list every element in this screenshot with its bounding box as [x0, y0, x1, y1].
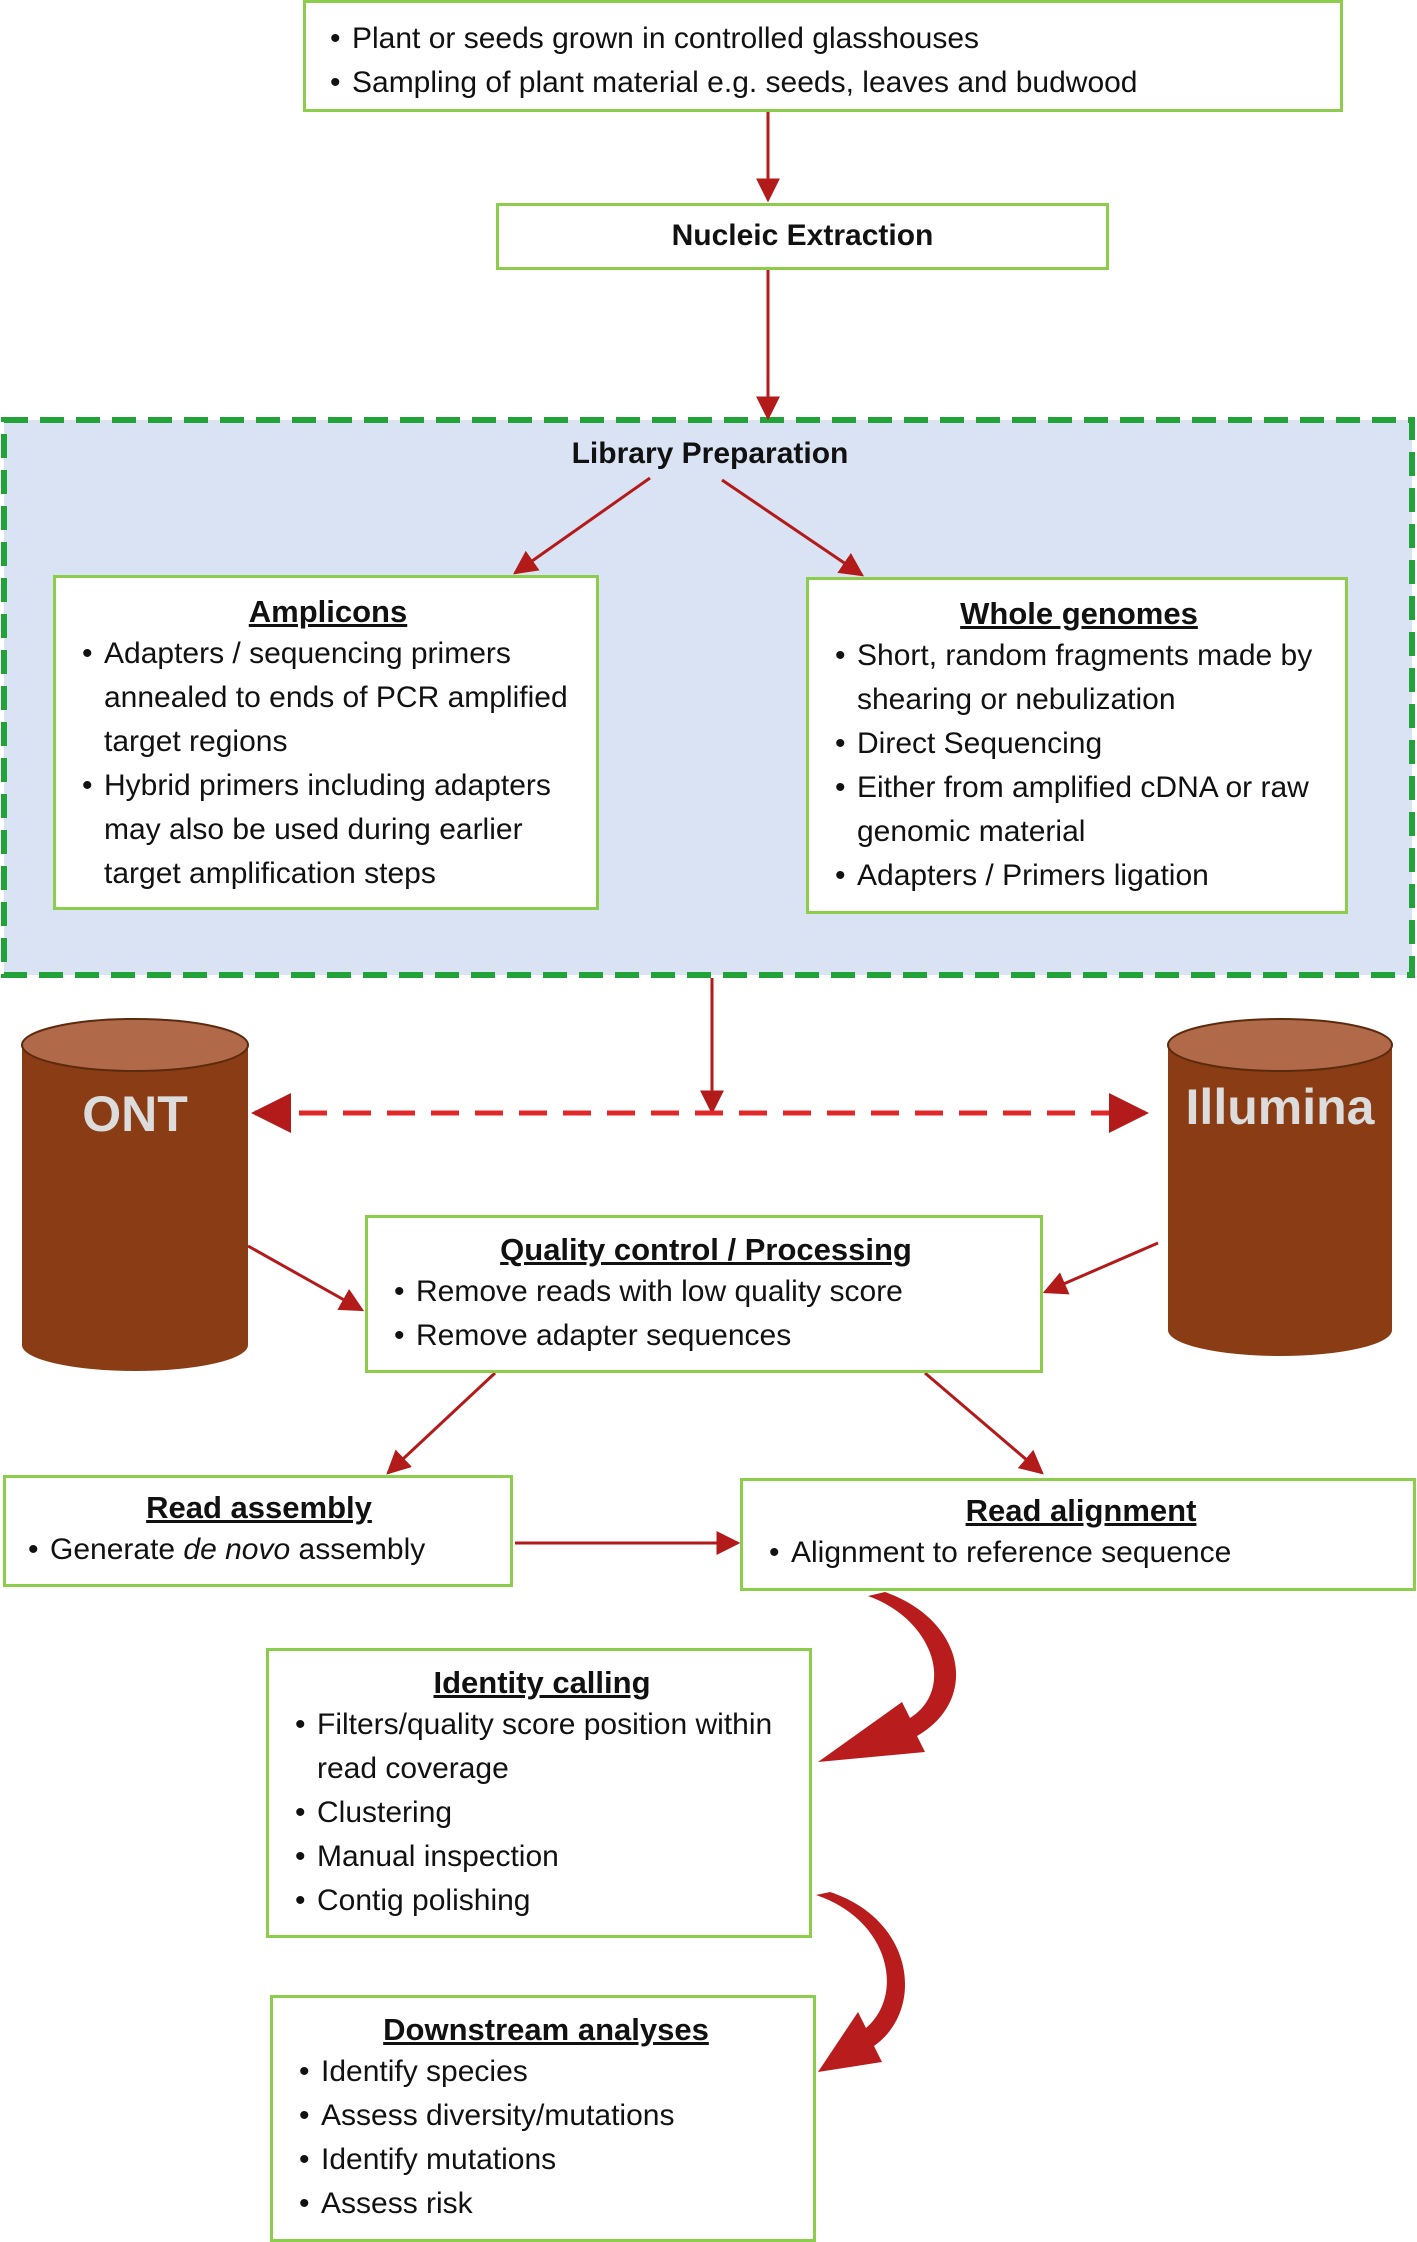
- nucleic-extraction-box: Nucleic Extraction: [496, 203, 1109, 270]
- assembly-item-suffix: assembly: [290, 1533, 426, 1566]
- read-assembly-title: Read assembly: [146, 1490, 372, 1525]
- downstream-analyses-list: Identify species Assess diversity/mutati…: [295, 2050, 797, 2226]
- identity-calling-title: Identity calling: [433, 1665, 651, 1700]
- curved-arrow-alignment-to-identity: [818, 1592, 957, 1762]
- list-item: Sampling of plant material e.g. seeds, l…: [326, 61, 1320, 105]
- sampling-box: Plant or seeds grown in controlled glass…: [303, 0, 1343, 112]
- list-item: Plant or seeds grown in controlled glass…: [326, 17, 1320, 61]
- list-item: Remove adapter sequences: [390, 1314, 1022, 1358]
- list-item: Adapters / Primers ligation: [831, 854, 1327, 898]
- curved-arrow-identity-to-downstream: [816, 1892, 906, 2072]
- list-item: Assess diversity/mutations: [295, 2094, 797, 2138]
- list-item: Manual inspection: [291, 1835, 793, 1879]
- list-item: Either from amplified cDNA or raw genomi…: [831, 766, 1327, 854]
- identity-calling-box: Identity calling Filters/quality score p…: [266, 1648, 812, 1938]
- ont-cylinder: [21, 1018, 249, 1371]
- read-alignment-title: Read alignment: [965, 1493, 1197, 1528]
- read-alignment-list: Alignment to reference sequence: [765, 1531, 1397, 1575]
- illumina-label: Illumina: [1185, 1079, 1375, 1135]
- list-item: Short, random fragments made by shearing…: [831, 634, 1327, 722]
- list-item: Remove reads with low quality score: [390, 1270, 1022, 1314]
- list-item: Alignment to reference sequence: [765, 1531, 1397, 1575]
- whole-genomes-box: Whole genomes Short, random fragments ma…: [806, 577, 1348, 914]
- whole-genomes-list: Short, random fragments made by shearing…: [831, 634, 1327, 898]
- downstream-analyses-box: Downstream analyses Identify species Ass…: [270, 1995, 816, 2242]
- list-item: Adapters / sequencing primers annealed t…: [78, 632, 578, 764]
- read-assembly-box: Read assembly Generate de novo assembly: [3, 1475, 513, 1587]
- sampling-list: Plant or seeds grown in controlled glass…: [326, 17, 1320, 105]
- list-item: Hybrid primers including adapters may al…: [78, 764, 578, 896]
- amplicons-title: Amplicons: [248, 594, 408, 629]
- quality-control-list: Remove reads with low quality score Remo…: [390, 1270, 1022, 1358]
- illumina-cylinder: [1167, 1018, 1393, 1356]
- ont-label: ONT: [82, 1086, 188, 1142]
- assembly-item-italic: de novo: [183, 1533, 291, 1566]
- arrow-qc-to-alignment: [924, 1371, 1044, 1475]
- list-item: Contig polishing: [291, 1879, 793, 1923]
- list-item: Assess risk: [295, 2182, 797, 2226]
- arrow-qc-to-assembly: [386, 1371, 497, 1475]
- read-alignment-box: Read alignment Alignment to reference se…: [740, 1478, 1416, 1591]
- list-item: Clustering: [291, 1791, 793, 1835]
- list-item: Identify mutations: [295, 2138, 797, 2182]
- nucleic-extraction-title: Nucleic Extraction: [671, 219, 934, 252]
- quality-control-box: Quality control / Processing Remove read…: [365, 1215, 1043, 1373]
- identity-calling-list: Filters/quality score position within re…: [291, 1703, 793, 1923]
- whole-genomes-title: Whole genomes: [960, 596, 1198, 631]
- arrow-library-to-whole-genomes: [721, 478, 864, 577]
- arrow-library-to-amplicons: [513, 476, 651, 575]
- library-preparation-title: Library Preparation: [571, 437, 849, 470]
- list-item: Generate de novo assembly: [24, 1528, 494, 1572]
- amplicons-list: Adapters / sequencing primers annealed t…: [78, 632, 578, 896]
- downstream-analyses-title: Downstream analyses: [383, 2012, 709, 2047]
- list-item: Identify species: [295, 2050, 797, 2094]
- amplicons-box: Amplicons Adapters / sequencing primers …: [53, 575, 599, 910]
- quality-control-title: Quality control / Processing: [500, 1232, 912, 1267]
- arrow-ont-to-qc: [247, 1244, 365, 1312]
- assembly-item-prefix: Generate: [50, 1533, 184, 1566]
- list-item: Direct Sequencing: [831, 722, 1327, 766]
- read-assembly-list: Generate de novo assembly: [24, 1528, 494, 1572]
- arrow-illumina-to-qc: [1042, 1241, 1159, 1295]
- list-item: Filters/quality score position within re…: [291, 1703, 793, 1791]
